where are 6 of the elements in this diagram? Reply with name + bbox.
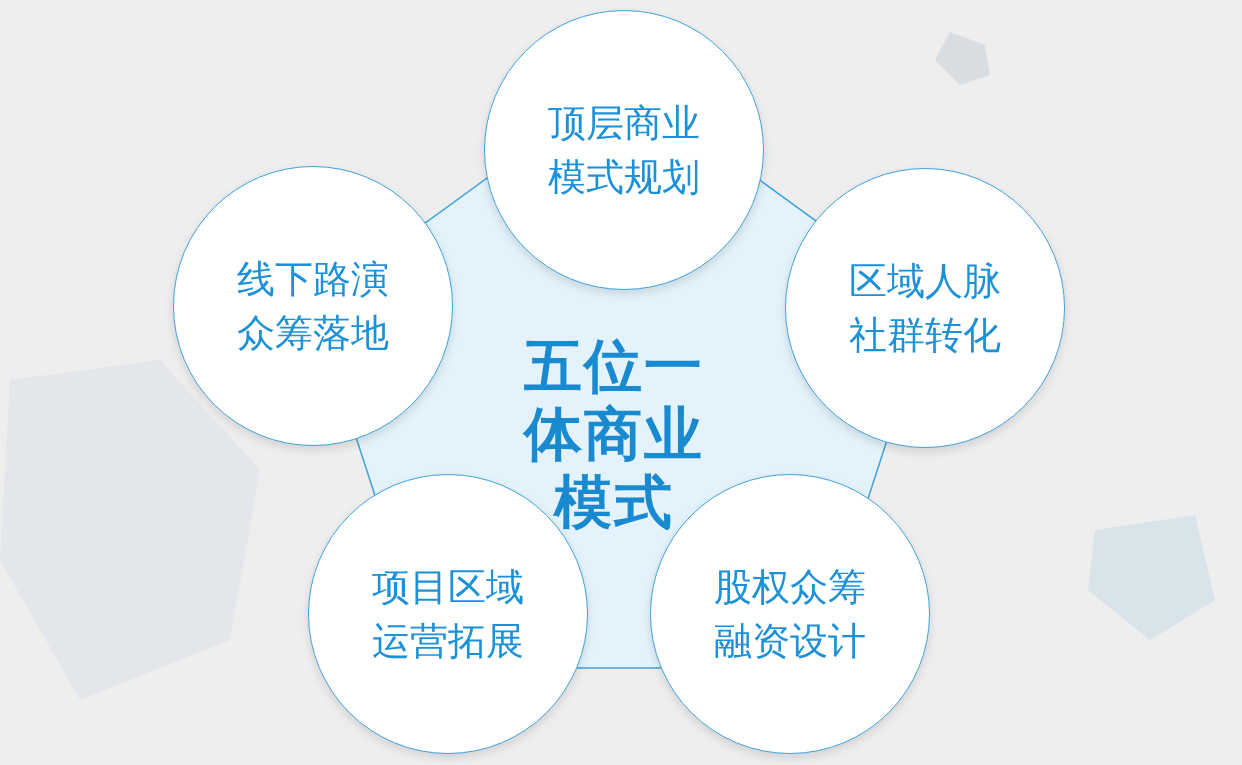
circle-label: 区域人脉社群转化 [848,258,1002,359]
circle-label: 顶层商业模式规划 [547,100,701,201]
circle-label: 股权众筹融资设计 [713,564,867,665]
circle-label: 线下路演众筹落地 [236,256,390,357]
circle-label: 项目区域运营拓展 [371,564,525,665]
center-title: 五位一体商业模式 [521,332,705,536]
